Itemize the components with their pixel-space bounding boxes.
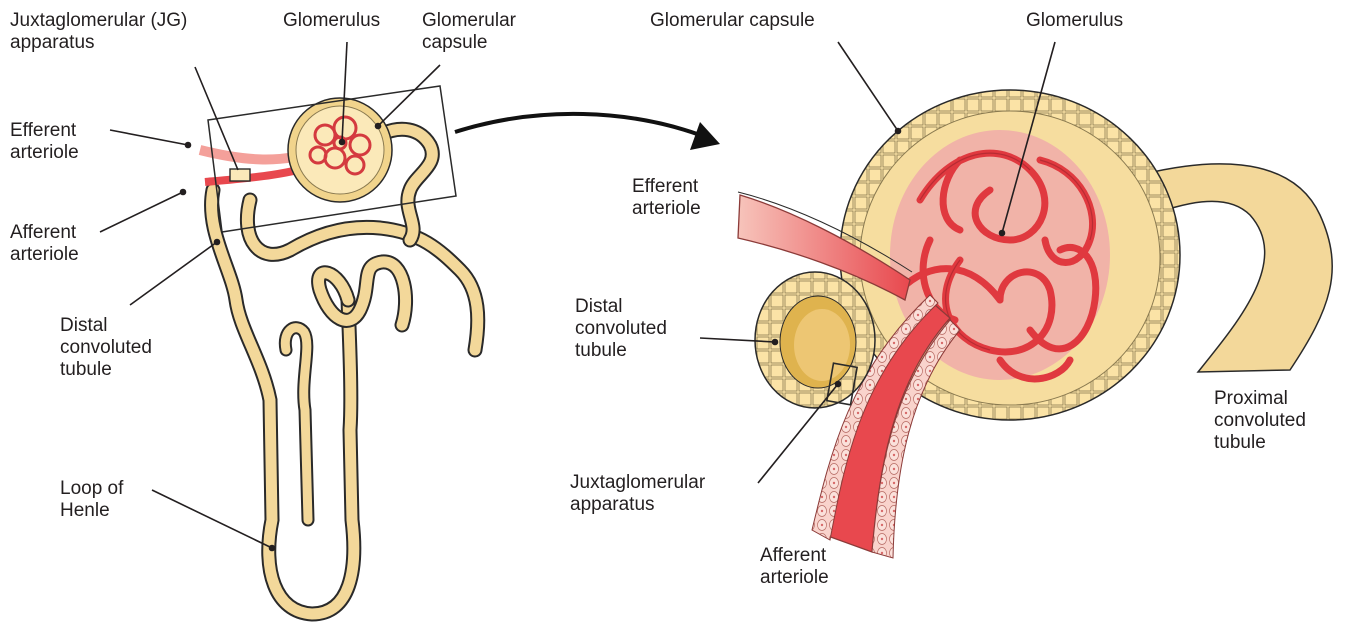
zoom-arrow-head	[690, 122, 720, 150]
label-glomerulus-right: Glomerulus	[1026, 10, 1123, 32]
label-distal-tubule-left: Distal convoluted tubule	[60, 315, 152, 381]
right-corpuscle	[738, 90, 1332, 558]
label-jg-apparatus-left: Juxtaglomerular (JG) apparatus	[10, 10, 187, 54]
label-distal-tubule-right: Distal convoluted tubule	[575, 296, 667, 362]
label-loop-of-henle: Loop of Henle	[60, 478, 123, 522]
label-glomerular-capsule-left: Glomerular capsule	[422, 10, 516, 54]
label-afferent-arteriole-right: Afferent arteriole	[760, 545, 829, 589]
label-efferent-arteriole-right: Efferent arteriole	[632, 176, 701, 220]
label-glomerulus-left: Glomerulus	[283, 10, 380, 32]
zoom-arrow	[455, 114, 700, 135]
label-jg-apparatus-right: Juxtaglomerular apparatus	[570, 472, 705, 516]
label-efferent-arteriole-left: Efferent arteriole	[10, 120, 79, 164]
label-proximal-tubule: Proximal convoluted tubule	[1214, 388, 1306, 454]
left-nephron	[200, 86, 478, 614]
label-glomerular-capsule-right: Glomerular capsule	[650, 10, 815, 32]
label-afferent-arteriole-left: Afferent arteriole	[10, 222, 79, 266]
jg-box-left	[230, 169, 250, 181]
